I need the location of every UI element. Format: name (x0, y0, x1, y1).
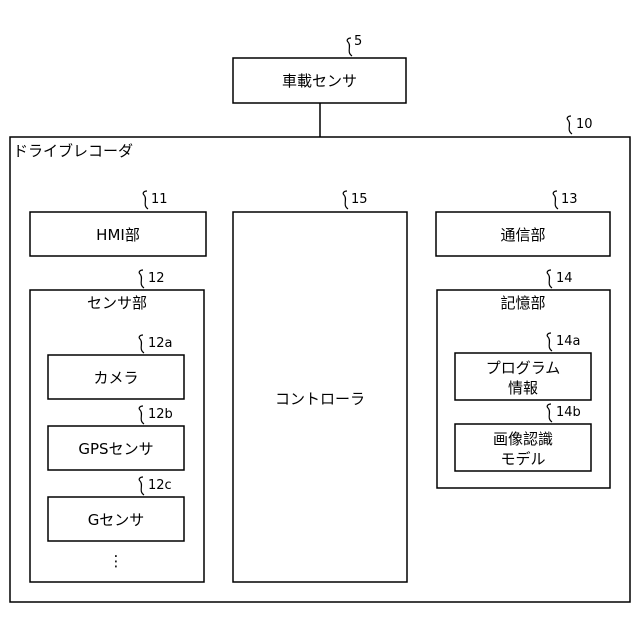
svg-text:14a: 14a (556, 334, 581, 349)
camera-label: カメラ (93, 369, 138, 387)
program-info-line1: プログラム (486, 359, 561, 377)
program-info-block: プログラム 情報 (455, 353, 591, 400)
hmi-label: HMI部 (96, 226, 140, 244)
svg-text:14: 14 (556, 271, 573, 286)
sensor-unit-label: センサ部 (87, 294, 147, 312)
program-info-line2: 情報 (508, 379, 538, 397)
image-model-line1: 画像認識 (493, 430, 553, 448)
image-model-line2: モデル (500, 450, 545, 468)
camera-block: カメラ (48, 355, 184, 399)
image-model-block: 画像認識 モデル (455, 424, 591, 471)
svg-text:14b: 14b (556, 405, 581, 420)
svg-text:5: 5 (354, 34, 362, 49)
hmi-block: HMI部 (30, 212, 206, 256)
gps-sensor-block: GPSセンサ (48, 426, 184, 470)
controller-label: コントローラ (275, 390, 365, 408)
svg-text:13: 13 (561, 192, 578, 207)
gps-sensor-label: GPSセンサ (78, 440, 153, 458)
comm-unit-block: 通信部 (436, 212, 610, 256)
svg-text:15: 15 (351, 192, 368, 207)
g-sensor-block: Gセンサ (48, 497, 184, 541)
g-sensor-label: Gセンサ (88, 511, 145, 529)
vehicle-sensor-block: 車載センサ (233, 58, 406, 103)
ref-5: 5 (347, 34, 362, 56)
svg-text:12b: 12b (148, 407, 173, 422)
svg-text:11: 11 (151, 192, 168, 207)
svg-text:12a: 12a (148, 336, 173, 351)
ref-10: 10 (567, 116, 592, 134)
svg-text:12c: 12c (148, 478, 172, 493)
svg-text:12: 12 (148, 271, 165, 286)
controller-block: コントローラ (233, 212, 407, 582)
drive-recorder-label: ドライブレコーダ (13, 142, 133, 160)
comm-unit-label: 通信部 (500, 226, 545, 244)
more-sensors-ellipsis: ⋮ (109, 552, 124, 570)
storage-unit-label: 記憶部 (500, 294, 545, 312)
vehicle-sensor-label: 車載センサ (282, 72, 357, 90)
svg-text:10: 10 (576, 117, 593, 132)
